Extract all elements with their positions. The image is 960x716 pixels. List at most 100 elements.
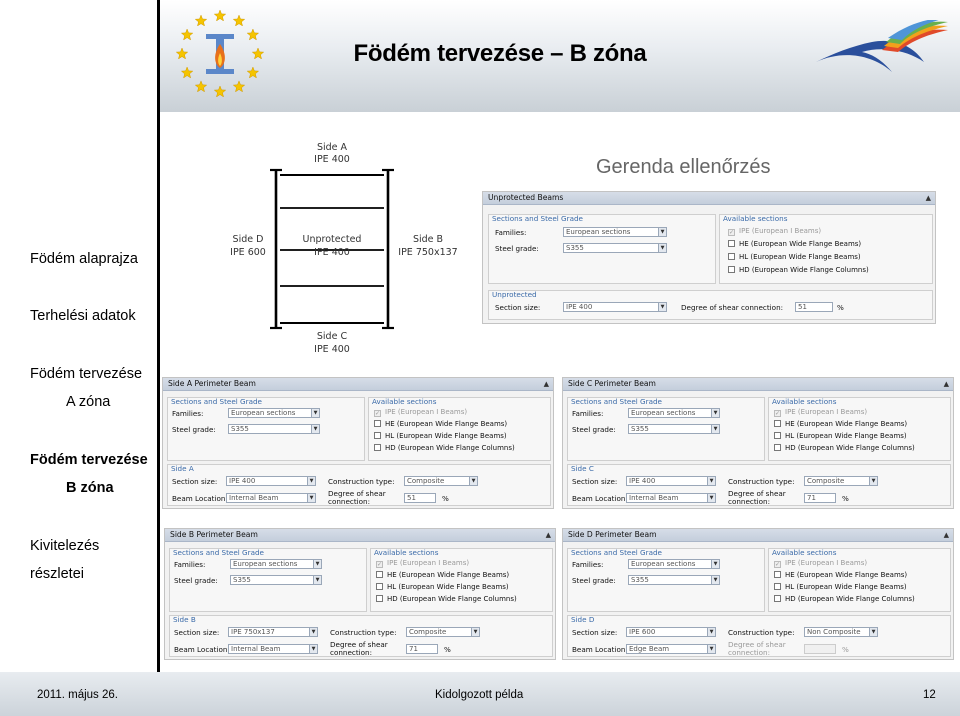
collapse-icon[interactable]: ▲ bbox=[543, 380, 549, 388]
group-sections: Sections and Steel Grade Families: Europ… bbox=[567, 397, 765, 461]
label-center-section: IPE 400 bbox=[314, 247, 350, 258]
checkbox-hd[interactable]: HD (European Wide Flange Columns) bbox=[376, 595, 517, 603]
dropdown-arrow-icon: ▼ bbox=[658, 244, 666, 252]
families-select[interactable]: European sections▼ bbox=[628, 559, 720, 569]
dropdown-arrow-icon: ▼ bbox=[707, 477, 715, 485]
checkbox-ipe[interactable]: ✓IPE (European I Beams) bbox=[774, 408, 868, 417]
section-size-select[interactable]: IPE 400▼ bbox=[626, 476, 716, 486]
construction-type-select[interactable]: Composite▼ bbox=[404, 476, 478, 486]
sidebar-item-execution-sub[interactable]: részletei bbox=[30, 566, 84, 582]
collapse-icon[interactable]: ▲ bbox=[943, 380, 949, 388]
star-icon bbox=[213, 85, 227, 98]
sidebar-item-execution[interactable]: Kivitelezés bbox=[30, 538, 100, 554]
dropdown-arrow-icon: ▼ bbox=[711, 425, 719, 433]
section-size-select[interactable]: IPE 600▼ bbox=[626, 627, 716, 637]
group-sections: Sections and Steel Grade Families: Europ… bbox=[567, 548, 765, 612]
checkbox-hl[interactable]: HL (European Wide Flange Beams) bbox=[774, 432, 907, 440]
beam-location-select[interactable]: Edge Beam▼ bbox=[626, 644, 716, 654]
shear-connection-input[interactable] bbox=[804, 644, 836, 654]
families-select[interactable]: European sections▼ bbox=[563, 227, 667, 237]
star-icon bbox=[246, 66, 260, 79]
checkbox-ipe[interactable]: ✓IPE (European I Beams) bbox=[374, 408, 468, 417]
steel-grade-select[interactable]: S355▼ bbox=[563, 243, 667, 253]
checkbox-he[interactable]: HE (European Wide Flange Beams) bbox=[728, 240, 861, 248]
panel-title: Side D Perimeter Beam▲ bbox=[563, 529, 953, 542]
dropdown-arrow-icon: ▼ bbox=[307, 477, 315, 485]
shear-connection-input[interactable]: 51 bbox=[404, 493, 436, 503]
section-size-select[interactable]: IPE 750x137▼ bbox=[228, 627, 318, 637]
families-select[interactable]: European sections▼ bbox=[228, 408, 320, 418]
dropdown-arrow-icon: ▼ bbox=[309, 645, 317, 653]
checkbox-ipe[interactable]: ✓IPE (European I Beams) bbox=[376, 559, 470, 568]
panel-title: Unprotected Beams▲ bbox=[483, 192, 935, 205]
panel-title: Side B Perimeter Beam▲ bbox=[165, 529, 555, 542]
star-icon bbox=[194, 80, 208, 93]
steel-grade-select[interactable]: S355▼ bbox=[628, 575, 720, 585]
construction-type-select[interactable]: Composite▼ bbox=[804, 476, 878, 486]
collapse-icon[interactable]: ▲ bbox=[925, 194, 931, 202]
label-side-c-section: IPE 400 bbox=[314, 344, 350, 355]
perimeter-panel: Side A Perimeter Beam▲ Sections and Stee… bbox=[162, 377, 554, 509]
star-icon bbox=[175, 47, 189, 60]
sidebar-item-design-b-sub[interactable]: B zóna bbox=[66, 480, 114, 496]
section-heading: Gerenda ellenőrzés bbox=[596, 156, 771, 178]
dropdown-arrow-icon: ▼ bbox=[313, 560, 321, 568]
perimeter-panel: Side B Perimeter Beam▲ Sections and Stee… bbox=[164, 528, 556, 660]
construction-type-select[interactable]: Non Composite▼ bbox=[804, 627, 878, 637]
checkbox-hd[interactable]: HD (European Wide Flange Columns) bbox=[374, 444, 515, 452]
dropdown-arrow-icon: ▼ bbox=[711, 409, 719, 417]
dropdown-arrow-icon: ▼ bbox=[309, 628, 317, 636]
shear-connection-input[interactable]: 71 bbox=[804, 493, 836, 503]
checkbox-he[interactable]: HE (European Wide Flange Beams) bbox=[376, 571, 509, 579]
checkbox-hd[interactable]: HD (European Wide Flange Columns) bbox=[774, 595, 915, 603]
checkbox-ipe[interactable]: ✓IPE (European I Beams) bbox=[774, 559, 868, 568]
dropdown-arrow-icon: ▼ bbox=[469, 477, 477, 485]
beam-location-select[interactable]: Internal Beam▼ bbox=[226, 493, 316, 503]
collapse-icon[interactable]: ▲ bbox=[545, 531, 551, 539]
section-size-select[interactable]: IPE 400▼ bbox=[226, 476, 316, 486]
shear-connection-input[interactable]: 71 bbox=[406, 644, 438, 654]
beam-location-select[interactable]: Internal Beam▼ bbox=[626, 493, 716, 503]
checkbox-hd[interactable]: HD (European Wide Flange Columns) bbox=[728, 266, 869, 274]
sidebar-item-design-b[interactable]: Födém tervezése bbox=[30, 452, 148, 468]
checkbox-hl[interactable]: HL (European Wide Flange Beams) bbox=[376, 583, 509, 591]
construction-type-select[interactable]: Composite▼ bbox=[406, 627, 480, 637]
checkbox-hl[interactable]: HL (European Wide Flange Beams) bbox=[774, 583, 907, 591]
checkbox-hl[interactable]: HL (European Wide Flange Beams) bbox=[374, 432, 507, 440]
checkbox-he[interactable]: HE (European Wide Flange Beams) bbox=[774, 420, 907, 428]
dropdown-arrow-icon: ▼ bbox=[711, 576, 719, 584]
group-side: Side A Section size: IPE 400▼ Beam Locat… bbox=[167, 464, 551, 506]
sidebar-item-design-a[interactable]: Födém tervezése bbox=[30, 366, 143, 382]
dropdown-arrow-icon: ▼ bbox=[658, 303, 666, 311]
label-side-b-section: IPE 750x137 bbox=[398, 247, 457, 258]
checkbox-ipe[interactable]: ✓IPE (European I Beams) bbox=[728, 227, 822, 236]
sidebar-item-design-a-sub[interactable]: A zóna bbox=[66, 394, 111, 410]
shear-connection-input[interactable]: 51 bbox=[795, 302, 833, 312]
star-icon bbox=[251, 47, 265, 60]
checkbox-he[interactable]: HE (European Wide Flange Beams) bbox=[374, 420, 507, 428]
steel-grade-select[interactable]: S355▼ bbox=[628, 424, 720, 434]
star-icon bbox=[232, 14, 246, 27]
steel-grade-select[interactable]: S355▼ bbox=[230, 575, 322, 585]
section-size-select[interactable]: IPE 400▼ bbox=[563, 302, 667, 312]
group-sections: Sections and Steel Grade Families: Europ… bbox=[488, 214, 716, 284]
footer-center: Kidolgozott példa bbox=[435, 689, 524, 701]
checkbox-he[interactable]: HE (European Wide Flange Beams) bbox=[774, 571, 907, 579]
sidebar-item-load-data[interactable]: Terhelési adatok bbox=[30, 308, 136, 324]
steel-grade-select[interactable]: S355▼ bbox=[228, 424, 320, 434]
sidebar-item-floor-plan[interactable]: Födém alaprajza bbox=[30, 251, 138, 267]
dropdown-arrow-icon: ▼ bbox=[707, 645, 715, 653]
families-select[interactable]: European sections▼ bbox=[628, 408, 720, 418]
checkbox-hl[interactable]: HL (European Wide Flange Beams) bbox=[728, 253, 861, 261]
beam-location-select[interactable]: Internal Beam▼ bbox=[228, 644, 318, 654]
label-side-d: Side D bbox=[233, 234, 264, 245]
checkbox-hd[interactable]: HD (European Wide Flange Columns) bbox=[774, 444, 915, 452]
group-sections: Sections and Steel Grade Families: Europ… bbox=[169, 548, 367, 612]
collapse-icon[interactable]: ▲ bbox=[943, 531, 949, 539]
header-band bbox=[160, 0, 960, 112]
panel-title: Side A Perimeter Beam▲ bbox=[163, 378, 553, 391]
families-select[interactable]: European sections▼ bbox=[230, 559, 322, 569]
star-icon bbox=[246, 28, 260, 41]
group-unprotected: Unprotected Section size: IPE 400▼ Degre… bbox=[488, 290, 933, 320]
